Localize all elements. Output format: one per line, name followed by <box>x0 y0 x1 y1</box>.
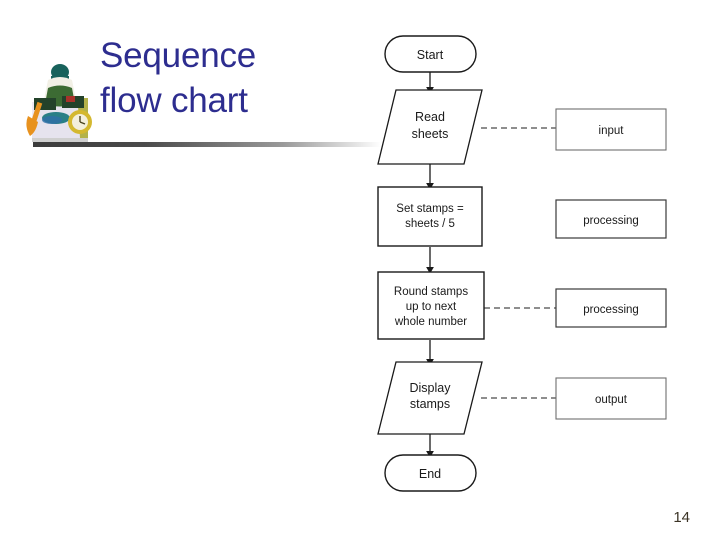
annotation-box-processing-2 <box>555 288 667 328</box>
flow-node-display-label-line-2: stamps <box>410 397 450 411</box>
terminator-shape-start <box>384 35 477 73</box>
page-title-line-1: Sequence <box>100 36 257 75</box>
flow-node-end-label: End <box>419 467 441 481</box>
flow-node-end[interactable]: End <box>384 454 477 492</box>
annotation-output[interactable]: output <box>555 377 667 420</box>
annotation-processing-2-label: processing <box>583 304 639 316</box>
annotation-output-label: output <box>595 394 628 406</box>
annotation-input[interactable]: input <box>555 108 667 151</box>
page-number: 14 <box>673 509 690 526</box>
flow-node-setstamps-label-line-2: sheets / 5 <box>405 218 455 230</box>
flow-node-setstamps[interactable]: Set stamps = sheets / 5 <box>377 186 483 247</box>
annotation-box-processing-1 <box>555 199 667 239</box>
process-shape-round <box>377 271 485 340</box>
flow-node-start-label: Start <box>417 48 444 62</box>
annotation-input-label: input <box>599 125 625 137</box>
flow-node-round[interactable]: Round stamps up to next whole number <box>377 271 485 340</box>
flow-node-read-label-line-1: Read <box>415 110 445 124</box>
page-title-line-2: flow chart <box>100 81 248 120</box>
flow-node-display[interactable]: Display stamps <box>377 361 483 435</box>
flow-node-setstamps-label-line-1: Set stamps = <box>396 203 464 215</box>
terminator-shape-end <box>384 454 477 492</box>
flow-node-round-label-line-1: Round stamps <box>394 286 468 298</box>
annotation-box-input <box>555 108 667 151</box>
flow-node-round-label-line-2: up to next <box>406 301 457 313</box>
annotation-processing-1-label: processing <box>583 215 639 227</box>
title-divider <box>33 142 381 147</box>
flow-node-read-label-line-2: sheets <box>412 127 449 141</box>
decorative-clipart <box>18 58 104 150</box>
page-title: Sequence flow chart <box>100 33 380 123</box>
annotation-processing-2[interactable]: processing <box>555 288 667 328</box>
io-shape-display <box>377 361 483 435</box>
flow-node-round-label-line-3: whole number <box>394 316 467 328</box>
flow-node-start[interactable]: Start <box>384 35 477 73</box>
flow-node-display-label-line-1: Display <box>410 381 452 395</box>
flow-node-read[interactable]: Read sheets <box>377 89 483 165</box>
process-shape-setstamps <box>377 186 483 247</box>
annotation-processing-1[interactable]: processing <box>555 199 667 239</box>
annotation-box-output <box>555 377 667 420</box>
io-shape-read <box>377 89 483 165</box>
